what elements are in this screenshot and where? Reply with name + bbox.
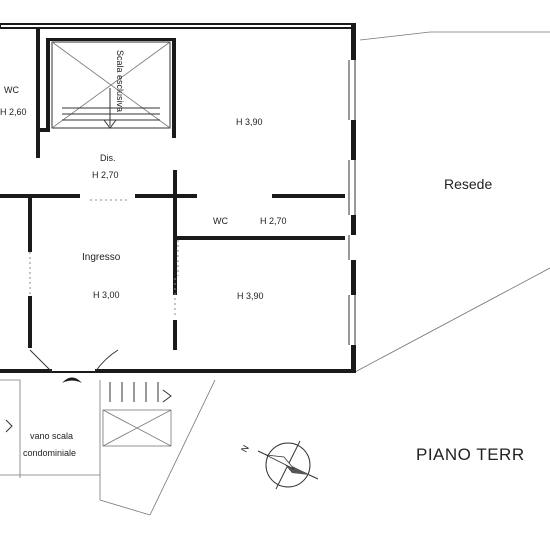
north-label: N [239, 443, 251, 454]
wc-left-height: H 2,60 [0, 107, 27, 117]
floor-title: PIANO TERR [416, 445, 525, 464]
interior-walls [0, 28, 345, 350]
wc-mid-height: H 2,70 [260, 216, 287, 226]
resede-outline [354, 31, 550, 373]
room-bottom-right-height: H 3,90 [237, 291, 264, 301]
ingresso-height: H 3,00 [93, 290, 120, 300]
wc-left-name: WC [4, 85, 19, 95]
room-labels: WC H 2,60 Scala esclusiva H 3,90 Dis. H … [0, 50, 525, 464]
right-wall-windows [345, 60, 359, 345]
dis-height: H 2,70 [92, 170, 119, 180]
stair-name: Scala esclusiva [115, 50, 125, 112]
entrance-door [29, 349, 119, 383]
wc-mid-name: WC [213, 216, 228, 226]
ingresso-name: Ingresso [82, 252, 121, 263]
room-top-right-height: H 3,90 [236, 117, 263, 127]
outdoor-label: Resede [444, 176, 492, 192]
condominium-stair [0, 379, 216, 516]
private-stair [51, 41, 171, 129]
north-arrow: N [239, 440, 319, 490]
door-openings [29, 199, 179, 318]
outer-walls [0, 23, 356, 373]
dis-name: Dis. [100, 153, 116, 163]
vano-scala-line2: condominiale [23, 448, 76, 458]
vano-scala-line1: vano scala [30, 431, 73, 441]
